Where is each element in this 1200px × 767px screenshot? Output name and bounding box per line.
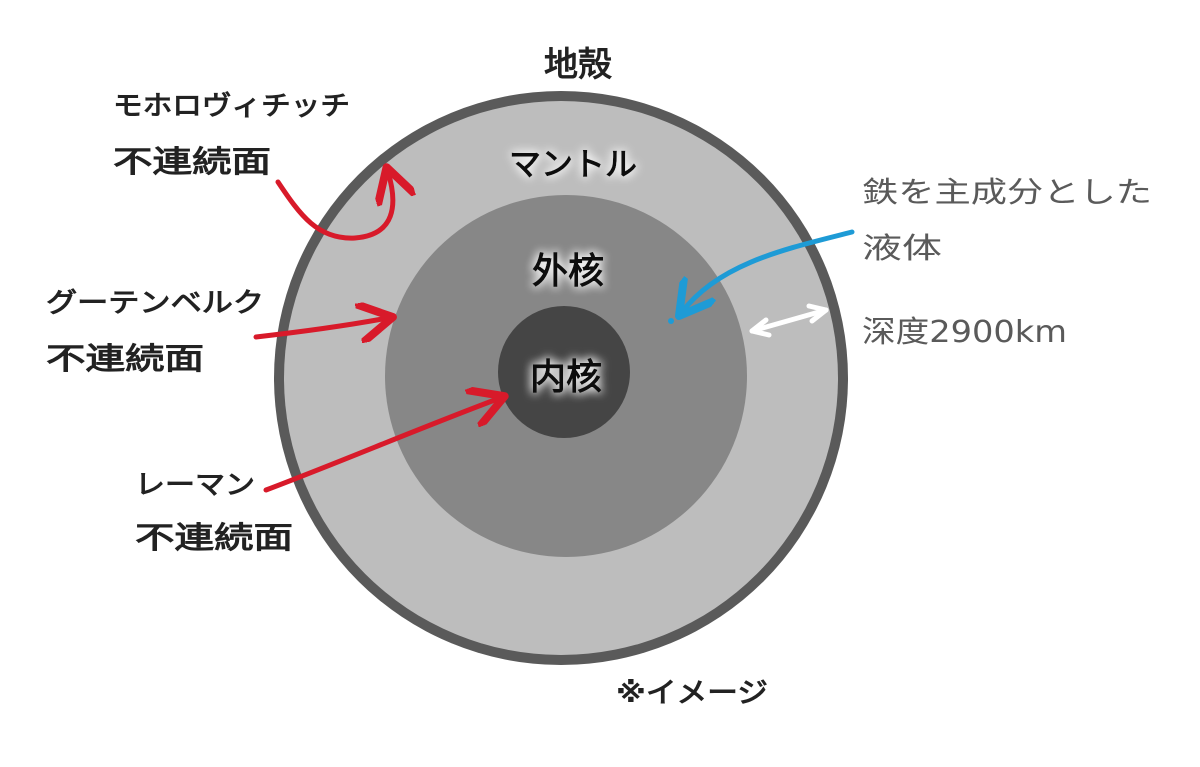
lehmann-label-line2: 不連続面 [135, 521, 293, 556]
mohorovicic-label-line1: モホロヴィチッチ [113, 90, 350, 122]
inner-core-layer [498, 306, 630, 438]
outer-core-note-line1: 鉄を主成分とした [862, 175, 1152, 209]
mohorovicic-label-line2: 不連続面 [113, 145, 271, 180]
gutenberg-label-line2: 不連続面 [46, 342, 204, 377]
depth-double-arrow [749, 307, 829, 334]
mantle-label: マントル [509, 145, 637, 183]
gutenberg-arrow [253, 318, 388, 337]
lehmann-arrow [263, 398, 500, 493]
footnote: ※イメージ [616, 676, 768, 709]
outer-core-note-line2: 液体 [862, 231, 942, 265]
mohorovicic-arrow [275, 172, 393, 241]
depth-label: 深度2900km [862, 315, 1067, 350]
depth-arrow-head-left [749, 317, 772, 338]
crust-label: 地殻 [544, 45, 613, 85]
outer-core-note-dot [668, 318, 674, 324]
lehmann-label-line1: レーマン [135, 470, 255, 501]
depth-arrow-head-right [806, 303, 829, 324]
outer-core-note-arrow [682, 229, 855, 312]
gutenberg-label-line1: グーテンベルク [46, 287, 264, 319]
outer-core-label: 外核 [532, 251, 604, 292]
inner-core-label: 内核 [530, 357, 602, 398]
